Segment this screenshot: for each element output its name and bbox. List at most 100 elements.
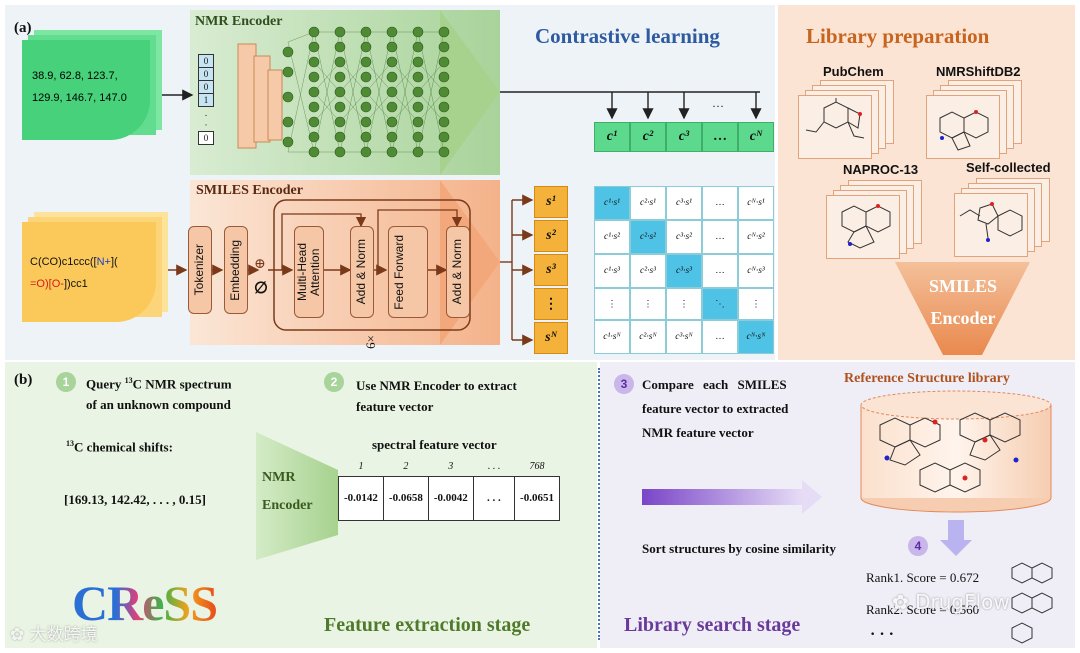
smiles-input-line2: =O)[O-])cc1 (30, 278, 88, 290)
smiles-input-document: C(CO)c1ccc([N+]( =O)[O-])cc1 (22, 212, 170, 322)
nmr-encoder-title: NMR Encoder (195, 14, 283, 29)
embedding-label: Embedding (228, 239, 243, 301)
watermark-left-icon: ✿ (10, 625, 30, 645)
step3-text-line3: NMR feature vector (642, 425, 754, 440)
s-vector-n: sᴺ (534, 322, 568, 354)
embedding-module: Embedding (224, 226, 248, 314)
nmr-input-line1: 38.9, 62.8, 123.7, (32, 70, 118, 82)
panel-a-label: (a) (14, 20, 32, 36)
c-vector-3: c³ (666, 122, 702, 152)
watermark-left: ✿ 大数跨境 (10, 620, 98, 645)
library-pubchem-stack (798, 80, 898, 159)
cress-logo: CReSS (72, 575, 218, 631)
matrix-cell: … (702, 254, 738, 288)
input-vector-cell: . (204, 108, 208, 118)
matrix-cell: ⋮ (630, 288, 666, 320)
s-vector-1: s¹ (534, 186, 568, 218)
library-self-collected-label: Self-collected (966, 160, 1051, 175)
watermark-right: ✿ DrugFlow (892, 590, 1010, 614)
stage-divider (598, 368, 600, 640)
matrix-cell: cᴺ·s¹ (738, 186, 774, 220)
nmr-input-document: 38.9, 62.8, 123.7, 129.9, 146.7, 147.0 (22, 30, 162, 140)
matrix-cell: … (702, 320, 738, 354)
library-preparation-title: Library preparation (806, 24, 990, 48)
library-nmrshiftdb2-label: NMRShiftDB2 (936, 64, 1021, 79)
step3-text-line2: feature vector to extracted (642, 401, 789, 416)
spectral-feature-vector-table: 1 2 3 . . . 768 -0.0142 -0.0658 -0.0042 … (338, 458, 560, 521)
step1-text-line2: of an unknown compound (86, 397, 231, 412)
rank-2-result: Rank2. Score = 0.560 (866, 602, 980, 617)
multi-head-attention-label: Multi-Head Attention (294, 242, 322, 302)
step-4-badge: 4 (908, 536, 928, 556)
matrix-cell: ⋮ (594, 288, 630, 320)
matrix-cell: c³·s² (666, 220, 702, 254)
matrix-cell: cᴺ·sᴺ (738, 320, 774, 354)
vector-index: 768 (529, 461, 545, 473)
vector-index: 2 (403, 461, 409, 473)
step-3-badge: 3 (614, 374, 634, 394)
step2-text-line2: feature vector (356, 399, 434, 414)
nmr-input-line2: 129.9, 146.7, 147.0 (32, 92, 127, 104)
step2-text-line1: Use NMR Encoder to extract (356, 378, 517, 393)
matrix-cell: c²·s¹ (630, 186, 666, 220)
watermark-right-text: DrugFlow (915, 590, 1010, 614)
library-self-collected-stack (954, 178, 1054, 257)
feed-forward-module: Feed Forward (388, 226, 428, 318)
vector-value: -0.0042 (427, 475, 474, 521)
add-norm-module-2: Add & Norm (446, 226, 470, 318)
matrix-cell: ⋮ (666, 288, 702, 320)
similarity-matrix: c¹·s¹ c²·s¹ c³·s¹ … cᴺ·s¹ c¹·s² c²·s² c³… (594, 186, 774, 354)
step1-sup: 13 (124, 376, 133, 385)
library-naproc-stack (826, 180, 926, 259)
rank-1-result: Rank1. Score = 0.672 (866, 570, 980, 585)
feature-extraction-stage-label: Feature extraction stage (324, 614, 531, 636)
smiles-text-prefix: C(CO)c1ccc([ (30, 256, 97, 268)
smiles-text-line2-post: ])cc1 (63, 278, 88, 290)
matrix-cell: c¹·s¹ (594, 186, 630, 220)
smiles-encoder-funnel-line2: Encoder (930, 308, 996, 328)
matrix-cell: ⋮ (738, 288, 774, 320)
c-vector-2: c² (630, 122, 666, 152)
chemical-shifts-label: 13C chemical shifts: (66, 439, 173, 455)
input-vector-cell: 0 (198, 68, 214, 81)
matrix-cell: c²·s³ (630, 254, 666, 288)
s-vector-2: s² (534, 220, 568, 252)
tokenizer-module: Tokenizer (188, 226, 212, 314)
tokenizer-label: Tokenizer (192, 244, 207, 296)
c-vector-1: c¹ (594, 122, 630, 152)
rank-more-dots: · · · (870, 626, 895, 643)
nmr-network-graphic (237, 26, 450, 158)
smiles-input-line1: C(CO)c1ccc([N+]( (30, 256, 118, 268)
matrix-cell: c²·sᴺ (630, 320, 666, 354)
vector-value-row: -0.0142 -0.0658 -0.0042 . . . -0.0651 (338, 475, 560, 521)
multi-head-attention-module: Multi-Head Attention (294, 226, 324, 318)
vector-value: -0.0142 (338, 475, 384, 521)
s-vector-dots: ⋮ (534, 288, 568, 320)
chemical-shifts-values: [169.13, 142.42, . . . , 0.15] (64, 492, 206, 507)
matrix-cell: c²·s² (630, 220, 666, 254)
shifts-text: C chemical shifts: (74, 439, 173, 455)
input-vector-cell: · (204, 120, 208, 130)
vector-index: 1 (358, 461, 364, 473)
matrix-cell: … (702, 186, 738, 220)
c-vector-dots: … (702, 122, 738, 152)
input-vector-cell: 0 (198, 81, 214, 94)
add-norm-module-1: Add & Norm (350, 226, 374, 318)
vector-value: -0.0658 (382, 475, 429, 521)
add-norm-label-2: Add & Norm (450, 239, 465, 305)
matrix-cell: c¹·s² (594, 220, 630, 254)
panel-b-nmr-encoder-line1: NMR (262, 470, 296, 485)
matrix-cell: cᴺ·s³ (738, 254, 774, 288)
spectral-vector-title: spectral feature vector (372, 437, 497, 452)
smiles-text-o: O- (51, 278, 64, 290)
matrix-cell: c¹·s³ (594, 254, 630, 288)
step-2-badge: 2 (324, 372, 344, 392)
positional-encoding-symbol: ∅ (254, 280, 268, 297)
matrix-cell: c³·s¹ (666, 186, 702, 220)
c-vector-n: cᴺ (738, 122, 774, 152)
shifts-sup: 13 (66, 439, 74, 448)
smiles-encoder-funnel-line1: SMILES (928, 276, 998, 296)
watermark-left-text: 大数跨境 (29, 625, 98, 645)
vector-index-row: 1 2 3 . . . 768 (339, 458, 560, 476)
matrix-cell: … (702, 220, 738, 254)
